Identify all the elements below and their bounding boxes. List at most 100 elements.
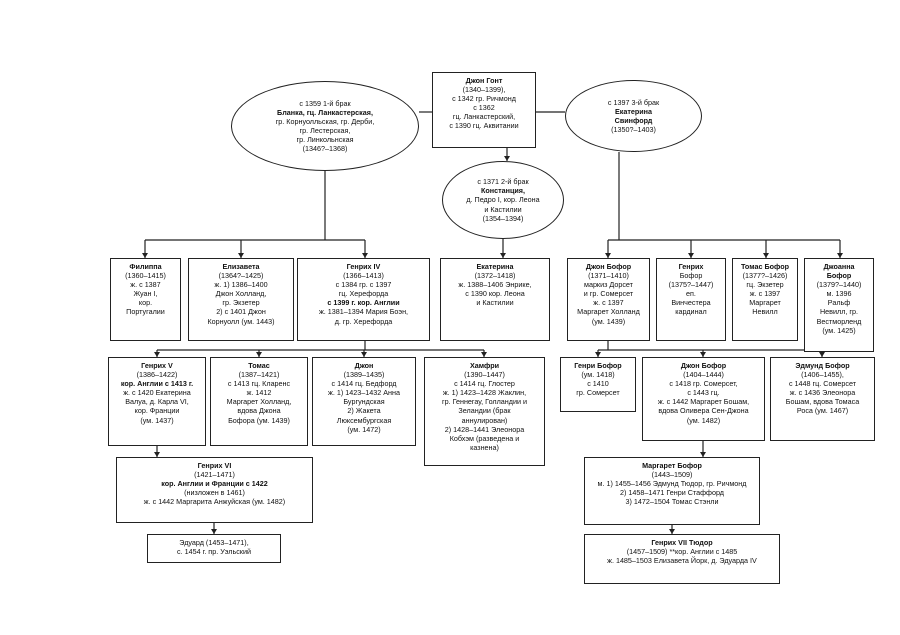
node-text-line: с 1418 гр. Сомерсет, — [669, 379, 738, 389]
node-text-line: Корнуолл (ум. 1443) — [207, 316, 275, 326]
node-text-line: 3) 1472–1504 Томас Стэнли — [625, 497, 719, 507]
node-text-line: (1375?–1447) — [668, 280, 714, 290]
node-text-line: ж. с 1387 — [130, 280, 161, 290]
node-name: Джон — [354, 361, 374, 370]
node-text-line: кор. Англии и Франции с 1422 — [161, 479, 268, 489]
arrowhead — [504, 156, 510, 161]
node-text-line: Невилл — [752, 307, 778, 317]
node-name: Генрих VI — [197, 461, 232, 470]
node-text-line: 2) с 1401 Джон — [216, 307, 266, 317]
arrowhead — [500, 253, 506, 258]
node-text-line: ж. 1388–1406 Энрике, — [458, 280, 532, 290]
node-text-line: Бургундская — [343, 397, 385, 407]
node-text-line: с 1443 гц. — [687, 388, 720, 398]
node-text-line: ж. 1381–1394 Мария Боэн, — [318, 307, 409, 317]
node-text-line: (1379?–1440) — [816, 280, 862, 290]
node-john-beaufort-2: Джон Бофор(1404–1444)с 1418 гр. Сомерсет… — [642, 357, 765, 441]
node-text-line: ж. 1485–1503 Елизавета Йорк, д. Эдуарда … — [607, 556, 757, 566]
node-text-line: Маргарет Холланд, — [226, 397, 292, 407]
arrowhead — [595, 352, 601, 357]
node-name: Елизавета — [222, 262, 260, 271]
node-text-line: казнена) — [470, 442, 499, 452]
node-text-line: м. 1396 — [826, 289, 852, 299]
node-text-line: Вестморленд — [816, 316, 862, 326]
node-text-line: ж. с 1436 Элеонора — [789, 388, 856, 398]
node-name: Генри Бофор — [574, 361, 622, 370]
node-text-line: Люксембургская — [336, 415, 392, 425]
node-text-line: с 1448 гц. Сомерсет — [788, 379, 857, 389]
node-text-line: Жуан I, — [133, 289, 158, 299]
arrowhead — [605, 253, 611, 258]
node-text-line: Маргарет Холланд — [577, 307, 640, 317]
node-text-line: ж. с 1420 Екатерина — [123, 388, 191, 398]
node-text-line: Бланка, гц. Ланкастерская, — [277, 107, 373, 117]
node-text-line: с 1399 г. кор. Англии — [327, 298, 400, 308]
node-text-line: (1366–1413) — [343, 271, 384, 281]
node-text-line: вдова Джона — [237, 406, 281, 416]
node-text-line: и Кастилии — [476, 298, 514, 308]
arrowhead — [763, 253, 769, 258]
node-text-line: и гр. Сомерсет — [583, 289, 634, 299]
node-text-line: Португалии — [126, 307, 165, 317]
node-henry-vi: Генрих VI(1421–1471)кор. Англии и Франци… — [116, 457, 313, 523]
node-text-line: (1372–1418) — [474, 271, 516, 281]
node-text-line: Бошам, вдова Томаса — [785, 397, 860, 407]
node-text-line: (1386–1422) — [136, 370, 178, 380]
node-text-line: (1340–1399), — [462, 85, 506, 95]
arrowhead — [361, 352, 367, 357]
node-name: Джон Бофор — [680, 361, 727, 370]
arrowhead — [700, 352, 706, 357]
node-name: Джон Бофор — [585, 262, 632, 271]
node-text-line: Екатерина — [614, 106, 653, 116]
node-text-line: Ральф — [827, 298, 851, 308]
node-text-line: с 1371 2-й брак — [477, 177, 529, 187]
node-text-line: кор. Франции — [134, 406, 180, 416]
arrowhead — [481, 352, 487, 357]
node-name: Томас — [248, 361, 270, 370]
node-text-line: кор. — [138, 298, 153, 308]
node-text-line: ж. с 1442 Маргарет Бошам, — [657, 397, 750, 407]
node-text-line: (низложен в 1461) — [184, 488, 245, 498]
node-text-line: д. гр. Херефорда — [334, 316, 393, 326]
node-name: Хамфри — [469, 361, 500, 370]
node-text-line: кор. Англии с 1413 г. — [120, 379, 194, 389]
node-text-line: и Кастилии — [484, 204, 522, 214]
node-text-line: (1457–1509) **кор. Англии с 1485 — [626, 547, 738, 557]
node-text-line: Бофора (ум. 1439) — [228, 415, 290, 425]
node-text-line: гр. Геннегау, Голландии и — [441, 397, 528, 407]
node-name: Генрих VII Тюдор — [651, 538, 713, 547]
node-text-line: (1364?–1425) — [218, 271, 264, 281]
arrowhead — [819, 352, 825, 357]
node-text-line: д. Педро I, кор. Леона — [466, 195, 540, 205]
node-text-line: (1389–1435) — [343, 370, 385, 380]
node-text-line: гр. Корнуолльская, гр. Дерби, — [275, 116, 375, 126]
node-text-line: с 1384 гр. с 1397 — [335, 280, 392, 290]
node-text-line: гр. Лестерская, — [299, 126, 351, 135]
node-text-line: ж. 1) 1386–1400 — [214, 280, 268, 290]
node-text-line: (1406–1455), — [801, 370, 844, 380]
node-text-line: 2) 1458–1471 Генри Стаффорд — [620, 488, 724, 498]
node-text-line: 2) Жакета — [347, 406, 381, 416]
node-text-line: с. 1454 г. пр. Уэльский — [177, 547, 251, 557]
node-text-line: (1360–1415) — [125, 271, 166, 281]
arrowhead — [154, 452, 160, 457]
node-text-line: (1390–1447) — [464, 370, 505, 380]
node-name: Маргарет Бофор — [642, 461, 702, 470]
arrowhead — [238, 253, 244, 258]
node-text-line: с 1362 — [473, 103, 495, 113]
node-text-line: с 1342 гр. Ричмонд — [452, 94, 516, 104]
node-text-line: (ум. 1437) — [140, 415, 174, 425]
node-text-line: кардинал — [675, 307, 707, 317]
node-text-line: Валуа, д. Карла VI, — [125, 397, 189, 407]
node-text-line: (1371–1410) — [588, 271, 629, 281]
node-text-line: ж. 1) 1423–1428 Жаклин, — [442, 388, 527, 398]
arrowhead — [837, 253, 843, 258]
